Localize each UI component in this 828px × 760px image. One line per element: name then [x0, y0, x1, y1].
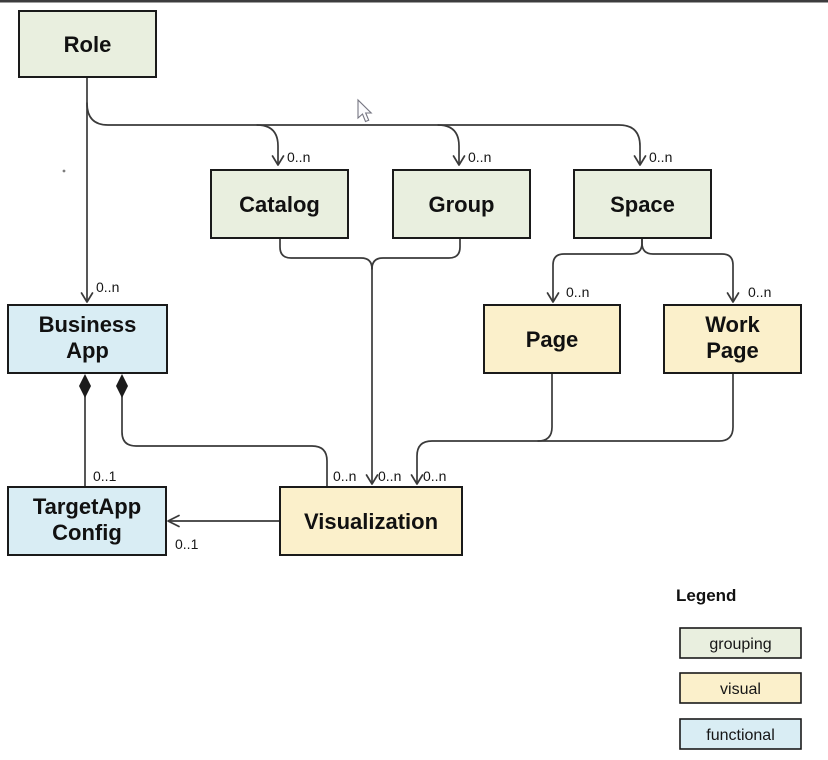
edge-business-app-to-visualization: [121, 395, 328, 487]
composition-diamond-targetapp: [79, 374, 91, 398]
arrowhead-work-page: [726, 292, 740, 303]
node-targetapp-config[interactable]: TargetApp Config: [7, 486, 167, 556]
legend-swatch-functional: [679, 718, 802, 750]
node-role-label: Role: [64, 32, 112, 57]
node-business-app-label-line1: Business: [39, 312, 137, 337]
multiplicity-catalog-group-visualization: 0..n: [378, 468, 401, 484]
node-work-page-label-line1: Work: [705, 312, 760, 337]
stray-dot: [62, 169, 66, 173]
multiplicity-role-group: 0..n: [468, 149, 491, 165]
arrowhead-visualization-mid: [365, 474, 379, 485]
node-catalog[interactable]: Catalog: [210, 169, 349, 239]
node-group-label: Group: [429, 192, 495, 217]
multiplicity-business-app-visualization: 0..n: [333, 468, 356, 484]
node-targetapp-config-label-line1: TargetApp: [33, 494, 141, 519]
node-page-label: Page: [526, 327, 579, 352]
node-page-box: [483, 304, 621, 374]
legend-label-visual: visual: [720, 681, 761, 698]
multiplicity-role-space: 0..n: [649, 149, 672, 165]
composition-diamond-layer: [79, 374, 128, 398]
edge-page-to-join: [537, 372, 553, 442]
edge-role-branch-to-space: [86, 102, 641, 165]
multiplicity-pages-visualization: 0..n: [423, 468, 446, 484]
node-business-app[interactable]: Business App: [7, 304, 168, 374]
node-group[interactable]: Group: [392, 169, 531, 239]
edge-branch-to-catalog: [256, 124, 279, 165]
node-space-box: [573, 169, 712, 239]
legend-label-functional: functional: [706, 727, 775, 744]
multiplicity-layer: 0..n 0..n 0..n 0..n 0..n 0..n 0..1 0..n …: [93, 149, 771, 552]
node-group-box: [392, 169, 531, 239]
edge-catalog-to-merge: [279, 237, 373, 270]
multiplicity-space-page: 0..n: [566, 284, 589, 300]
edge-branch-to-group: [437, 124, 460, 165]
edge-space-to-work-page: [641, 237, 734, 302]
node-business-app-label-line2: App: [66, 338, 109, 363]
multiplicity-business-app-targetapp: 0..1: [93, 468, 117, 484]
arrowhead-business-app: [80, 292, 94, 303]
arrowhead-catalog: [271, 155, 285, 166]
node-work-page-label-line2: Page: [706, 338, 759, 363]
legend-title: Legend: [676, 586, 736, 605]
node-space-label: Space: [610, 192, 675, 217]
node-catalog-label: Catalog: [239, 192, 320, 217]
node-work-page-box: [663, 304, 802, 374]
node-role[interactable]: Role: [18, 10, 157, 78]
arrowhead-space: [633, 155, 647, 166]
legend-swatch-grouping: [679, 627, 802, 659]
node-page[interactable]: Page: [483, 304, 621, 374]
edge-work-page-to-visualization: [416, 372, 734, 484]
node-space[interactable]: Space: [573, 169, 712, 239]
legend-item-functional: functional: [679, 718, 802, 750]
node-targetapp-config-box: [7, 486, 167, 556]
legend-item-visual: visual: [679, 672, 802, 704]
node-catalog-box: [210, 169, 349, 239]
window-top-border: [0, 0, 828, 3]
arrowhead-group: [452, 155, 466, 166]
legend: Legend grouping visual functional: [676, 586, 802, 750]
legend-item-grouping: grouping: [679, 627, 802, 659]
connector-layer: [80, 76, 740, 528]
edge-space-to-page: [552, 237, 643, 302]
node-visualization-label: Visualization: [304, 509, 438, 534]
composition-diamond-visualization: [116, 374, 128, 398]
node-work-page[interactable]: Work Page: [663, 304, 802, 374]
node-targetapp-config-label-line2: Config: [52, 520, 122, 545]
mouse-cursor-icon: [357, 98, 373, 123]
multiplicity-role-catalog: 0..n: [287, 149, 310, 165]
node-role-box: [18, 10, 157, 78]
multiplicity-space-work-page: 0..n: [748, 284, 771, 300]
node-visualization-box: [279, 486, 463, 556]
node-visualization[interactable]: Visualization: [279, 486, 463, 556]
legend-swatch-visual: [679, 672, 802, 704]
arrowhead-targetapp-config: [167, 514, 180, 528]
edge-group-to-merge: [371, 237, 461, 270]
node-business-app-box: [7, 304, 168, 374]
legend-label-grouping: grouping: [709, 636, 771, 653]
arrowhead-page: [546, 292, 560, 303]
arrowhead-visualization-right: [410, 474, 424, 485]
multiplicity-visualization-targetapp: 0..1: [175, 536, 199, 552]
multiplicity-role-business-app: 0..n: [96, 279, 119, 295]
